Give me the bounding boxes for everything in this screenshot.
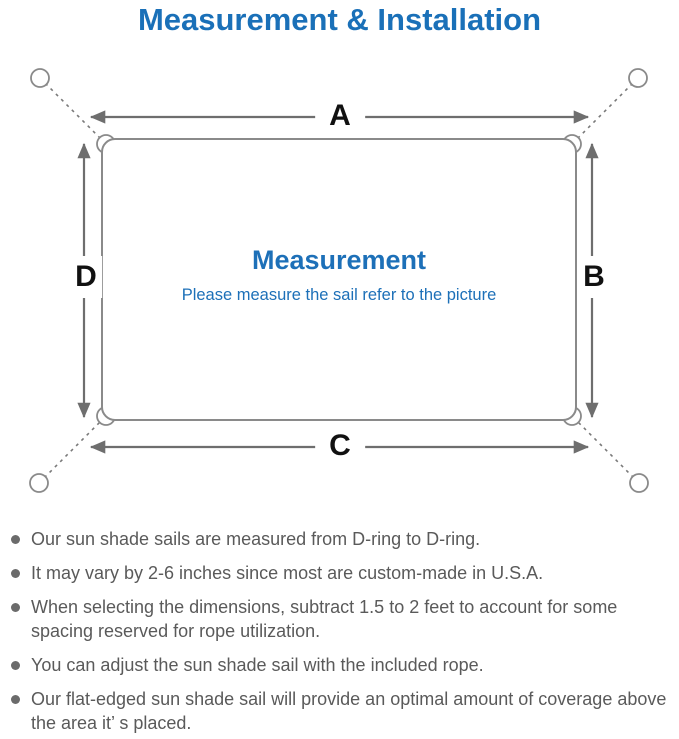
- bullet-icon: [11, 569, 20, 578]
- dimension-label-b: B: [578, 256, 610, 298]
- list-item: Our flat-edged sun shade sail will provi…: [9, 687, 675, 735]
- notes-list: Our sun shade sails are measured from D-…: [9, 527, 675, 739]
- bullet-icon: [11, 535, 20, 544]
- diagram-heading: Measurement: [251, 245, 427, 275]
- measurement-diagram: A D B C Measurement Please measure the s…: [0, 60, 679, 505]
- list-item: Our sun shade sails are measured from D-…: [9, 527, 675, 551]
- list-item: You can adjust the sun shade sail with t…: [9, 653, 675, 677]
- diagram-center-text: Measurement Please measure the sail refe…: [129, 245, 549, 305]
- list-item: It may vary by 2-6 inches since most are…: [9, 561, 675, 585]
- note-text: It may vary by 2-6 inches since most are…: [31, 563, 544, 583]
- bullet-icon: [11, 661, 20, 670]
- bullet-icon: [11, 695, 20, 704]
- dimension-label-a: A: [315, 98, 365, 134]
- anchor-point-icons: [29, 68, 649, 493]
- note-text: Our flat-edged sun shade sail will provi…: [31, 689, 667, 733]
- bullet-icon: [11, 603, 20, 612]
- diagram-subheading: Please measure the sail refer to the pic…: [181, 286, 497, 304]
- note-text: Our sun shade sails are measured from D-…: [31, 529, 481, 549]
- dimension-label-d: D: [70, 256, 102, 298]
- dimension-label-c: C: [315, 428, 365, 464]
- sail-rectangle: [101, 138, 577, 421]
- corner-rope-lines: [38, 77, 640, 484]
- sail-diagram-canvas: [29, 68, 649, 493]
- list-item: When selecting the dimensions, subtract …: [9, 595, 675, 643]
- note-text: When selecting the dimensions, subtract …: [31, 597, 618, 641]
- note-text: You can adjust the sun shade sail with t…: [31, 655, 484, 675]
- page-title: Measurement & Installation: [137, 2, 542, 37]
